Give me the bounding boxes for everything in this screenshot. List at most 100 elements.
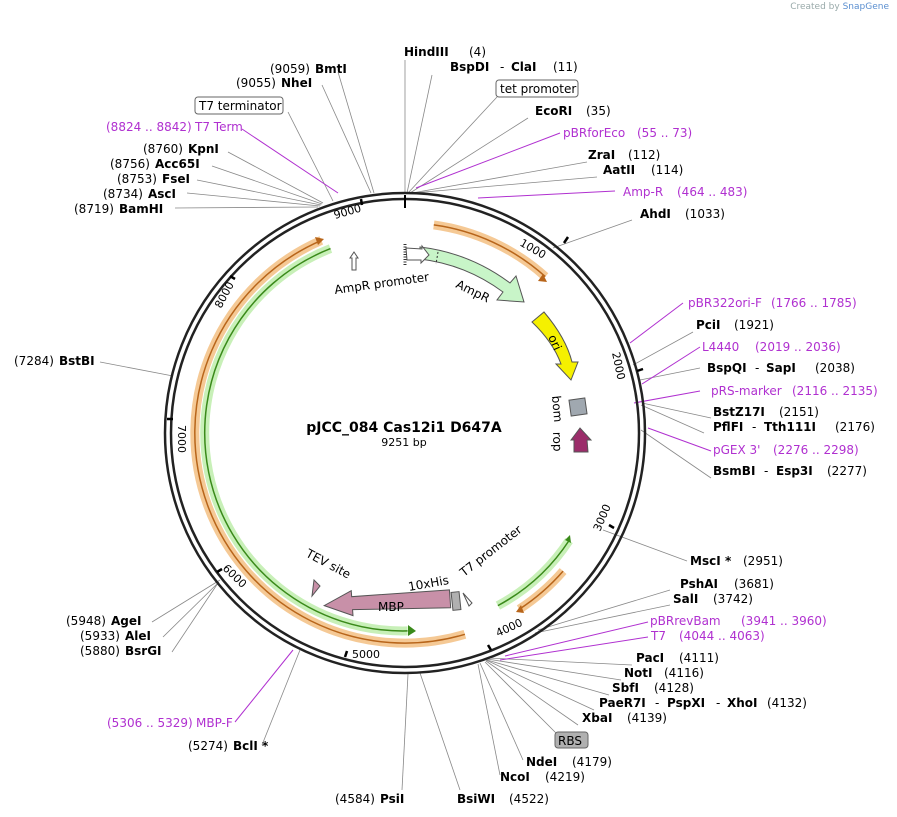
- his-tag-feature[interactable]: [450, 591, 462, 611]
- feature-label-rop: rop: [550, 432, 565, 452]
- site-psii[interactable]: (4584) PsiI: [335, 792, 404, 806]
- site-bstbi[interactable]: (7284) BstBI: [14, 354, 95, 368]
- site-agei[interactable]: (5948) AgeI: [66, 614, 141, 628]
- site-bamhi[interactable]: (8719) BamHI: [74, 202, 163, 216]
- svg-text:(3941 .. 3960): (3941 .. 3960): [741, 614, 827, 628]
- site-bspdi-clai[interactable]: BspDI - ClaI (11): [450, 60, 578, 74]
- svg-text:(3742): (3742): [713, 592, 753, 606]
- site-xbai[interactable]: XbaI (4139): [582, 711, 667, 725]
- tick-9000: 9000: [332, 202, 362, 222]
- primer-lines: [234, 128, 712, 723]
- tick-5000: 5000: [352, 648, 380, 661]
- ampr-promoter-feature[interactable]: [405, 244, 430, 265]
- svg-text:(4584): (4584): [335, 792, 375, 806]
- primer-t7[interactable]: T7 (4044 .. 4063): [650, 629, 765, 643]
- site-fsei[interactable]: (8753) FseI: [117, 172, 190, 186]
- svg-text:NcoI: NcoI: [500, 770, 530, 784]
- site-hindiii[interactable]: HindIII (4): [404, 45, 486, 59]
- orange-arrowhead-top: [538, 274, 547, 282]
- svg-text:pGEX 3': pGEX 3': [713, 443, 760, 457]
- svg-text:ZraI: ZraI: [588, 148, 615, 162]
- site-msci[interactable]: MscI * (2951): [690, 554, 783, 568]
- site-pflfi-tth111i[interactable]: PflFI - Tth111I (2176): [713, 420, 875, 434]
- tick-2000: 2000: [609, 351, 628, 381]
- svg-text:(2038): (2038): [815, 361, 855, 375]
- svg-text:pBRforEco: pBRforEco: [563, 126, 625, 140]
- site-noti[interactable]: NotI (4116): [624, 666, 704, 680]
- primer-amp-r[interactable]: Amp-R (464 .. 483): [623, 185, 747, 199]
- site-alei[interactable]: (5933) AleI: [80, 629, 151, 643]
- svg-text:RBS: RBS: [558, 734, 582, 748]
- primer-pbrrevbam[interactable]: pBRrevBam (3941 .. 3960): [650, 614, 827, 628]
- orange-arrowhead-right: [516, 605, 524, 613]
- svg-text:AgeI: AgeI: [111, 614, 141, 628]
- feature-box-t7-terminator[interactable]: T7 terminator: [194, 96, 284, 115]
- site-bcli[interactable]: (5274) BclI *: [188, 739, 269, 753]
- site-ndei[interactable]: NdeI (4179): [526, 755, 612, 769]
- svg-text:(4128): (4128): [654, 681, 694, 695]
- svg-text:(7284): (7284): [14, 354, 54, 368]
- svg-text:(5274): (5274): [188, 739, 228, 753]
- svg-text:(8760): (8760): [143, 142, 183, 156]
- site-asci[interactable]: (8734) AscI: [103, 187, 176, 201]
- mbp-feature[interactable]: [323, 584, 452, 618]
- site-sbfi[interactable]: SbfI (4128): [612, 681, 694, 695]
- site-paci[interactable]: PacI (4111): [636, 651, 719, 665]
- bom-feature[interactable]: [568, 397, 588, 417]
- site-ahdi[interactable]: AhdI (1033): [640, 207, 725, 221]
- svg-text:*: *: [725, 554, 732, 568]
- site-zrai[interactable]: ZraI (112): [588, 148, 660, 162]
- svg-text:BamHI: BamHI: [119, 202, 163, 216]
- site-bmti[interactable]: (9059) BmtI: [270, 62, 347, 76]
- svg-text:MBP-F: MBP-F: [196, 716, 233, 730]
- svg-text:(8824 .. 8842): (8824 .. 8842): [106, 120, 192, 134]
- svg-text:BspQI: BspQI: [707, 361, 747, 375]
- site-nhei[interactable]: (9055) NheI: [236, 76, 312, 90]
- primer-mbp-f[interactable]: (5306 .. 5329) MBP-F: [107, 716, 233, 730]
- ampr-feature[interactable]: [419, 246, 525, 303]
- site-aatii[interactable]: AatII (114): [603, 163, 683, 177]
- site-bstz17i[interactable]: BstZ17I (2151): [713, 405, 819, 419]
- svg-text:BclI: BclI: [233, 739, 258, 753]
- svg-text:ClaI: ClaI: [511, 60, 536, 74]
- svg-text:(4): (4): [469, 45, 486, 59]
- ampr-promoter-left-feature[interactable]: [349, 251, 359, 271]
- site-acc65i[interactable]: (8756) Acc65I: [110, 157, 200, 171]
- svg-text:PacI: PacI: [636, 651, 664, 665]
- rop-feature[interactable]: [570, 427, 593, 453]
- svg-text:Amp-R: Amp-R: [623, 185, 663, 199]
- svg-text:NheI: NheI: [281, 76, 312, 90]
- primer-t7-term[interactable]: (8824 .. 8842) T7 Term: [106, 120, 243, 134]
- site-pcii[interactable]: PciI (1921): [696, 318, 774, 332]
- primer-l4440[interactable]: L4440 (2019 .. 2036): [702, 340, 841, 354]
- svg-text:L4440: L4440: [702, 340, 739, 354]
- svg-text:(2176): (2176): [835, 420, 875, 434]
- site-bsmbi-esp3i[interactable]: BsmBI - Esp3I (2277): [713, 464, 867, 478]
- primer-pbr322ori-f[interactable]: pBR322ori-F (1766 .. 1785): [688, 296, 857, 310]
- site-ecori[interactable]: EcoRI (35): [535, 104, 611, 118]
- site-kpni[interactable]: (8760) KpnI: [143, 142, 219, 156]
- feature-label-mbp: MBP: [378, 600, 404, 614]
- ori-feature[interactable]: [531, 311, 579, 381]
- svg-text:(55 .. 73): (55 .. 73): [637, 126, 692, 140]
- feature-box-rbs[interactable]: RBS: [554, 731, 589, 749]
- site-paer7i-pspxi-xhoi[interactable]: PaeR7I - PspXI - XhoI (4132): [599, 696, 807, 710]
- site-sali[interactable]: SalI (3742): [673, 592, 753, 606]
- site-ncoi[interactable]: NcoI (4219): [500, 770, 585, 784]
- plasmid-name: pJCC_084 Cas12i1 D647A: [306, 420, 502, 436]
- backbone-outer: [163, 191, 647, 675]
- site-bsrgi[interactable]: (5880) BsrGI: [80, 644, 162, 658]
- feature-box-tet-promoter[interactable]: tet promoter: [495, 79, 579, 98]
- feature-label-t7-promoter: T7 promoter: [456, 522, 524, 580]
- site-bspqi-sapi[interactable]: BspQI - SapI (2038): [707, 361, 855, 375]
- primer-pbrforeco[interactable]: pBRforEco (55 .. 73): [563, 126, 692, 140]
- primer-prs-marker[interactable]: pRS-marker (2116 .. 2135): [711, 384, 878, 398]
- svg-text:BmtI: BmtI: [315, 62, 347, 76]
- tev-site-feature[interactable]: [311, 578, 321, 598]
- t7-promoter-feature[interactable]: [462, 592, 473, 607]
- site-pshai[interactable]: PshAI (3681): [680, 577, 774, 591]
- svg-text:NdeI: NdeI: [526, 755, 557, 769]
- primer-pgex-3[interactable]: pGEX 3' (2276 .. 2298): [713, 443, 859, 457]
- orange-arrow-left: [194, 239, 466, 644]
- site-bsiwi[interactable]: BsiWI (4522): [457, 792, 549, 806]
